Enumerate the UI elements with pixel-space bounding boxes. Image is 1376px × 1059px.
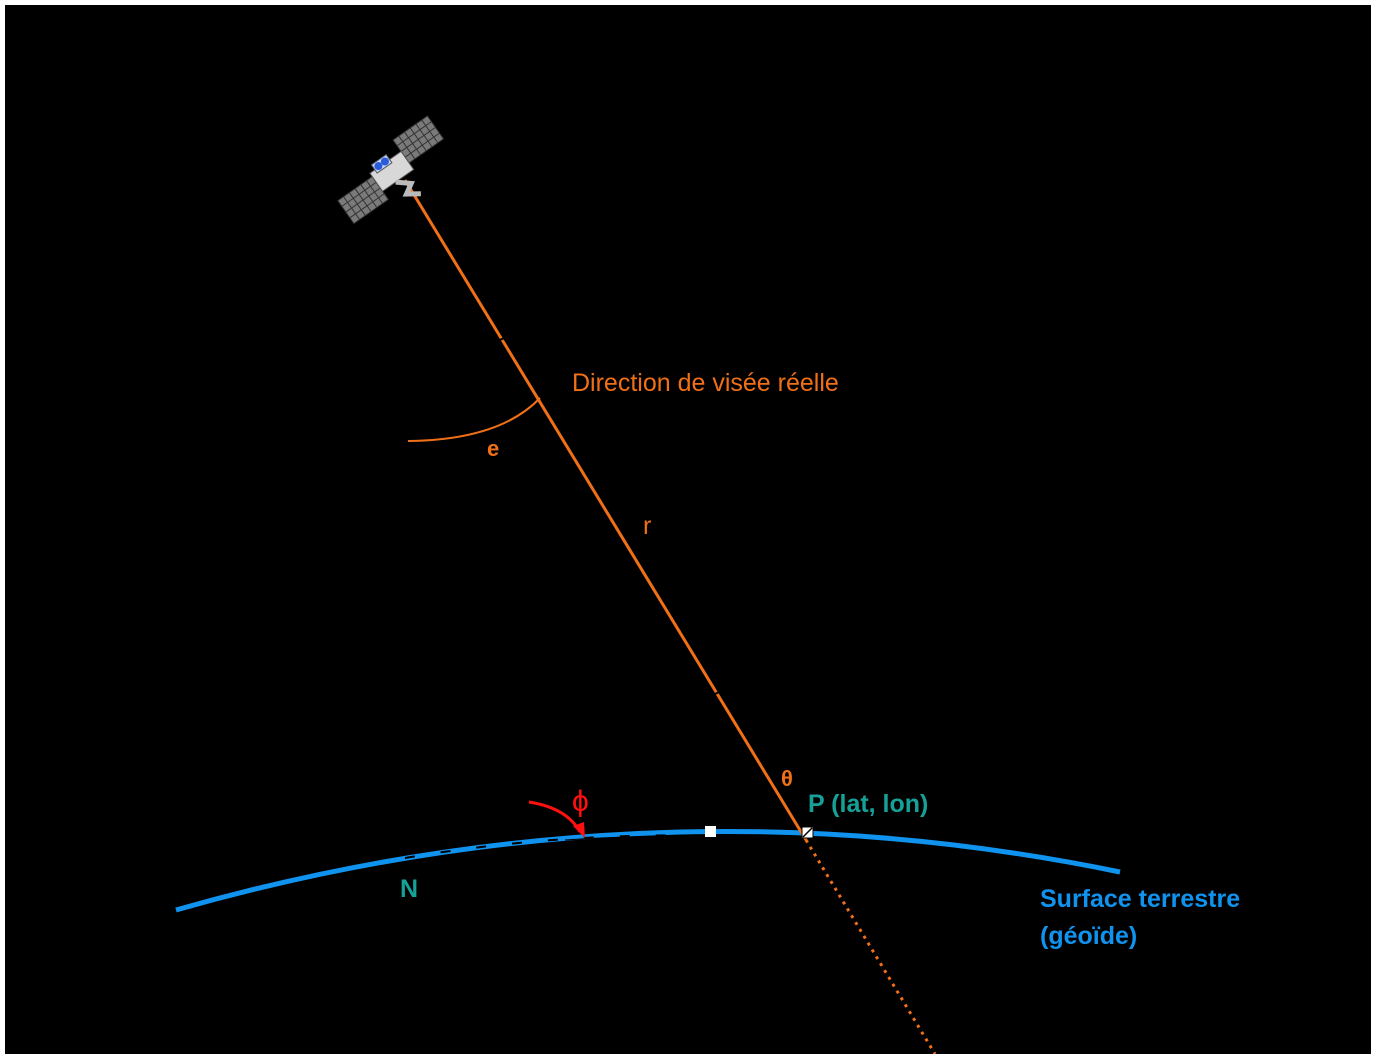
satellite-icon (337, 115, 445, 225)
geoid-curve (175, 828, 1121, 913)
geoid-dashed-segment (404, 834, 806, 859)
range-label: r (643, 512, 651, 540)
phi-arrow (528, 800, 585, 838)
theta-label: θ (781, 766, 793, 791)
geoid-tick-marks (859, 841, 967, 863)
geometry-diagram: Direction de visée réelle e r θ ϕ P (lat… (175, 115, 1240, 1054)
surface-label-line1: Surface terrestre (1040, 885, 1240, 913)
square-marker (705, 826, 716, 837)
point-n-label: N (400, 875, 418, 903)
solar-panel-right (392, 115, 445, 164)
diagram-canvas: Direction de visée réelle e r θ ϕ P (lat… (5, 5, 1371, 1054)
phi-label: ϕ (572, 785, 589, 818)
elevation-angle-arc (407, 397, 541, 442)
right-angle-marker-p (801, 826, 814, 839)
satellite-body (369, 150, 421, 197)
point-p-label: P (lat, lon) (808, 790, 928, 818)
surface-label-line2: (géoïde) (1040, 922, 1137, 950)
line-of-sight-label: Direction de visée réelle (572, 369, 839, 397)
line-of-sight (403, 179, 808, 841)
elevation-angle-label: e (487, 436, 499, 461)
line-of-sight-extension (804, 839, 937, 1054)
tangent-plane-line (564, 835, 801, 842)
line-of-sight-ticks (499, 334, 726, 695)
